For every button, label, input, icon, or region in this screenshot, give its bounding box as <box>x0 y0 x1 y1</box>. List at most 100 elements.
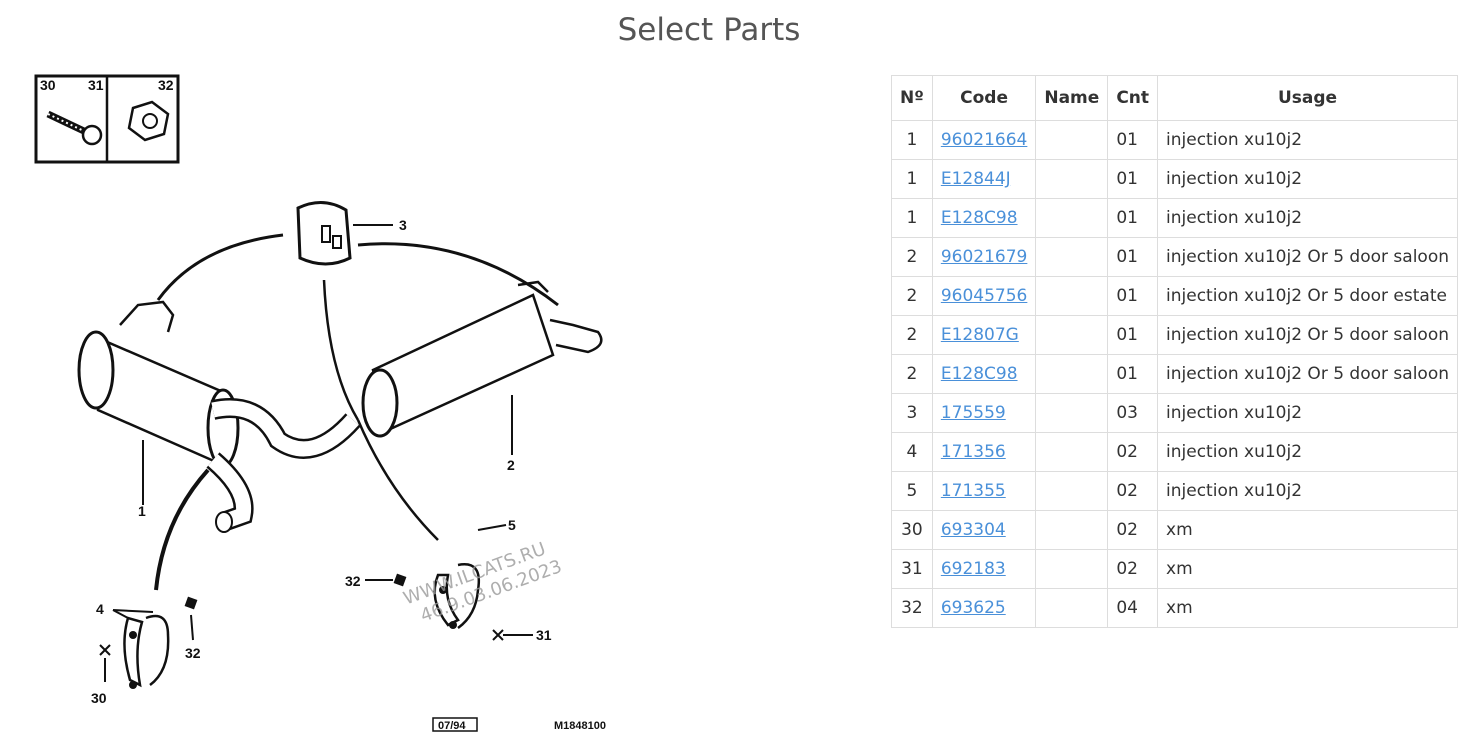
cell-usage: injection xu10j2 <box>1157 120 1458 160</box>
cell-cnt: 01 <box>1107 120 1159 160</box>
cell-cnt: 03 <box>1107 393 1159 433</box>
cell-no: 1 <box>891 159 933 199</box>
cell-usage: injection xu10j2 Or 5 door saloon <box>1157 315 1458 355</box>
cell-no: 1 <box>891 198 933 238</box>
right-clamp <box>365 524 533 641</box>
cell-usage: xm <box>1157 510 1458 550</box>
nut-icon <box>127 100 170 142</box>
small-parts-box: 30 31 32 <box>34 74 180 164</box>
header-no: Nº <box>891 75 933 121</box>
cell-name <box>1035 549 1109 589</box>
part-code-link[interactable]: 171355 <box>940 481 1006 501</box>
cell-usage: injection xu10j2 Or 5 door saloon <box>1157 354 1458 394</box>
cell-cnt: 01 <box>1107 198 1159 238</box>
box-label-32: 32 <box>158 77 174 93</box>
part-code-link[interactable]: 693304 <box>940 520 1006 540</box>
cell-name <box>1035 393 1109 433</box>
part-code-link[interactable]: E12844J <box>940 169 1011 189</box>
cell-code: 96045756 <box>931 276 1037 316</box>
rear-silencer <box>361 280 603 438</box>
part-code-link[interactable]: 96021664 <box>940 130 1028 150</box>
bolt-icon <box>46 110 103 146</box>
cell-name <box>1035 471 1109 511</box>
cell-cnt: 02 <box>1107 432 1159 472</box>
cell-name <box>1035 588 1109 628</box>
box-label-30: 30 <box>40 77 56 93</box>
exhaust-parts-diagram: 30 31 32 3 1 <box>34 74 606 732</box>
part-code-link[interactable]: 96021679 <box>940 247 1028 267</box>
front-silencer <box>77 300 240 468</box>
cell-cnt: 01 <box>1107 276 1159 316</box>
part-code-link[interactable]: 175559 <box>940 403 1006 423</box>
callout-32-right: 32 <box>345 573 361 589</box>
part-code-link[interactable]: E128C98 <box>940 364 1018 384</box>
header-cnt: Cnt <box>1107 75 1159 121</box>
cell-no: 2 <box>891 315 933 355</box>
cell-code: 175559 <box>931 393 1037 433</box>
callout-1: 1 <box>138 503 146 519</box>
part-code-link[interactable]: E128C98 <box>940 208 1018 228</box>
cell-name <box>1035 237 1109 277</box>
cell-no: 4 <box>891 432 933 472</box>
part-code-link[interactable]: 171356 <box>940 442 1006 462</box>
callout-31: 31 <box>536 627 552 643</box>
part-code-link[interactable]: 96045756 <box>940 286 1028 306</box>
cell-no: 32 <box>891 588 933 628</box>
cell-cnt: 01 <box>1107 159 1159 199</box>
cell-usage: injection xu10j2 <box>1157 393 1458 433</box>
date-stamp: 07/94 <box>438 720 466 732</box>
cell-cnt: 04 <box>1107 588 1159 628</box>
cell-name <box>1035 159 1109 199</box>
callout-2: 2 <box>507 457 515 473</box>
part-code-link[interactable]: E12807G <box>940 325 1019 345</box>
cell-code: 693625 <box>931 588 1037 628</box>
cell-usage: injection xu10j2 <box>1157 432 1458 472</box>
cell-no: 31 <box>891 549 933 589</box>
header-code: Code <box>931 75 1037 121</box>
cell-code: 171356 <box>931 432 1037 472</box>
cell-cnt: 02 <box>1107 471 1159 511</box>
cell-cnt: 02 <box>1107 510 1159 550</box>
cell-cnt: 02 <box>1107 549 1159 589</box>
page-title: Select Parts <box>617 12 801 48</box>
part-code-link[interactable]: 692183 <box>940 559 1006 579</box>
cell-no: 2 <box>891 237 933 277</box>
cell-name <box>1035 354 1109 394</box>
header-usage: Usage <box>1157 75 1458 121</box>
cell-cnt: 01 <box>1107 354 1159 394</box>
cell-no: 5 <box>891 471 933 511</box>
cell-usage: injection xu10j2 <box>1157 159 1458 199</box>
cell-no: 2 <box>891 354 933 394</box>
callout-3: 3 <box>399 217 407 233</box>
diagram-reference-code: M1848100 <box>554 720 606 732</box>
callout-32-left: 32 <box>185 645 201 661</box>
cell-name <box>1035 276 1109 316</box>
header-name: Name <box>1035 75 1109 121</box>
cell-name <box>1035 432 1109 472</box>
cell-usage: xm <box>1157 588 1458 628</box>
cell-code: E128C98 <box>931 354 1037 394</box>
cell-usage: injection xu10j2 <box>1157 471 1458 511</box>
cell-usage: injection xu10j2 Or 5 door estate <box>1157 276 1458 316</box>
cell-no: 30 <box>891 510 933 550</box>
part-code-link[interactable]: 693625 <box>940 598 1006 618</box>
cell-usage: xm <box>1157 549 1458 589</box>
cell-name <box>1035 198 1109 238</box>
cell-cnt: 01 <box>1107 237 1159 277</box>
cell-code: 96021679 <box>931 237 1037 277</box>
callout-5: 5 <box>508 517 516 533</box>
callout-4: 4 <box>96 601 104 617</box>
cell-cnt: 01 <box>1107 315 1159 355</box>
cell-usage: injection xu10j2 <box>1157 198 1458 238</box>
connecting-pipe <box>206 398 361 533</box>
